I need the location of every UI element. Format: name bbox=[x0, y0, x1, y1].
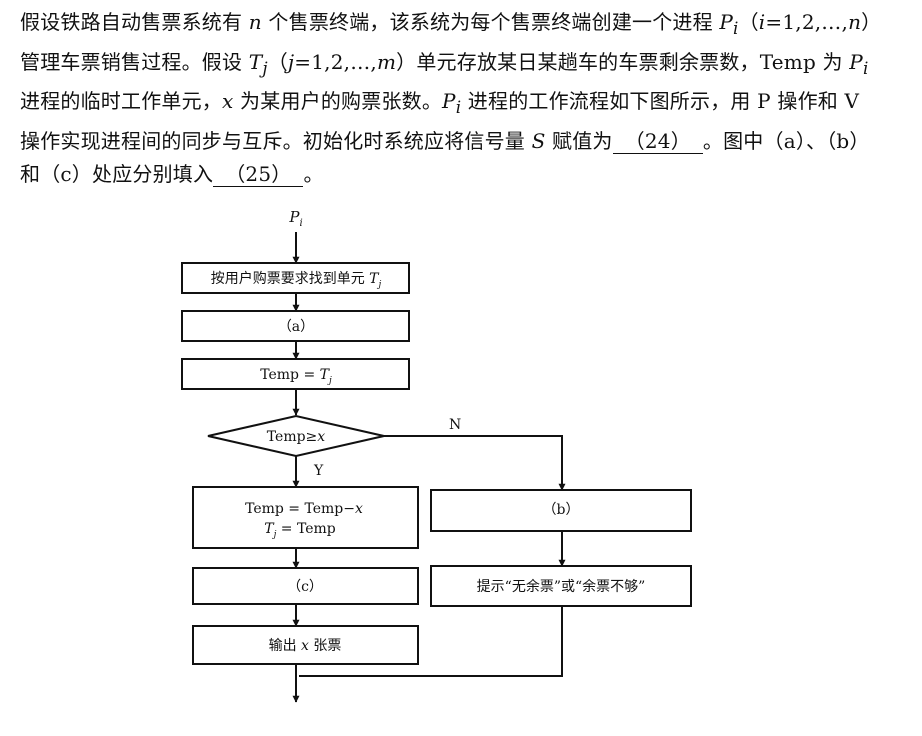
box-a bbox=[181, 310, 410, 342]
answer-blank-24: （24） bbox=[612, 129, 703, 154]
no-label: N bbox=[449, 417, 461, 433]
prompt-box bbox=[430, 565, 692, 607]
question-line-1: 假设铁路自动售票系统有 n 个售票终端，该系统为每个售票终端创建一个进程 Pi（… bbox=[20, 10, 882, 38]
question-line-4: 操作实现进程间的同步与互斥。初始化时系统应将信号量 S 赋值为（24）。图中（a… bbox=[20, 128, 870, 154]
start-label: Pi bbox=[288, 208, 302, 229]
question-line-5: 和（c）处应分别填入（25）。 bbox=[20, 162, 324, 187]
update-box bbox=[192, 486, 419, 549]
output-text: 输出 x 张票 bbox=[269, 638, 342, 654]
find-unit-box bbox=[181, 262, 410, 294]
box-b bbox=[430, 489, 692, 532]
answer-blank-25: （25） bbox=[213, 162, 304, 187]
output-box bbox=[192, 625, 419, 665]
update-text-line2: Tj = Temp bbox=[264, 521, 336, 540]
box-a-text: （a） bbox=[278, 319, 314, 335]
question-line-3: 进程的临时工作单元，x 为某用户的购票张数。Pi 进程的工作流程如下图所示，用 … bbox=[20, 89, 860, 117]
decision-diamond bbox=[207, 414, 385, 458]
box-c bbox=[192, 567, 419, 605]
merge-line bbox=[299, 606, 563, 677]
temp-assign-text: Temp = Tj bbox=[260, 367, 332, 386]
find-unit-text: 按用户购票要求找到单元 Tj bbox=[211, 270, 382, 290]
update-text-line1: Temp = Temp−x bbox=[245, 501, 363, 517]
temp-assign-box bbox=[181, 358, 410, 390]
prompt-text: 提示“无余票”或“余票不够” bbox=[477, 578, 646, 595]
box-c-text: （c） bbox=[287, 579, 323, 595]
yes-label: Y bbox=[313, 463, 324, 479]
question-text: 假设铁路自动售票系统有 n 个售票终端，该系统为每个售票终端创建一个进程 Pi（… bbox=[20, 6, 905, 192]
box-b-text: （b） bbox=[543, 502, 580, 518]
question-line-2: 管理车票销售过程。假设 Tj（j=1,2,…,m）单元存放某日某趟车的车票剩余票… bbox=[20, 49, 869, 78]
flow-arrows bbox=[292, 232, 566, 703]
decision-text: Temp≥x bbox=[267, 429, 326, 445]
arrow-no bbox=[384, 435, 566, 491]
